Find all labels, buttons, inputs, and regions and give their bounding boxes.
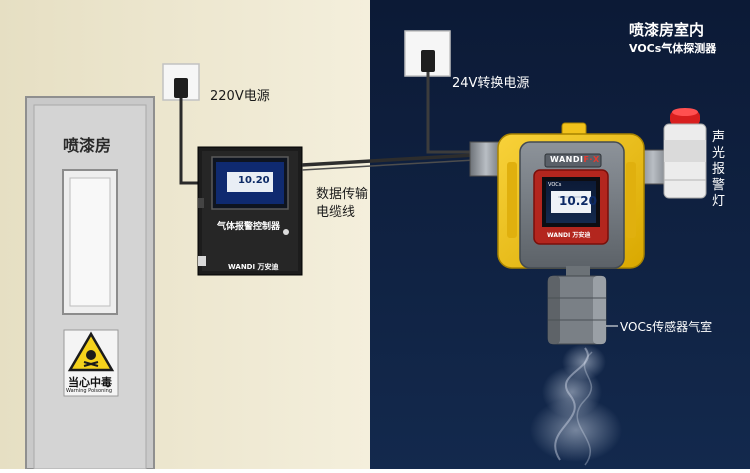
sensor-chamber-label: VOCs传感器气室	[620, 320, 713, 334]
power-cable-24v	[426, 72, 478, 154]
plug-icon	[174, 78, 188, 98]
detector-brand-top-suffix: F·X	[583, 155, 600, 164]
door-label: 喷漆房	[63, 136, 112, 155]
detector-brand-top-text: WANDI	[550, 155, 584, 164]
alarm-label-text: 声光报警灯	[712, 130, 726, 209]
cable-label-line2: 电缆线	[316, 205, 356, 220]
poison-warning-sign	[63, 329, 119, 397]
smoke-plume	[530, 344, 622, 466]
outlet-24v	[404, 30, 451, 77]
skull-icon	[86, 350, 96, 360]
power-220v-label: 220V电源	[210, 89, 270, 104]
detector-brand-top: WANDIF·X	[550, 155, 600, 164]
controller-name: 气体报警控制器	[217, 222, 281, 232]
controller-brand: WANDI 万安迪	[228, 263, 279, 271]
detector-screen-gas: VOCs	[548, 182, 562, 188]
paint-booth-door	[25, 96, 155, 470]
outlet-220v	[162, 63, 200, 101]
plug-icon-24v	[421, 50, 435, 72]
detector-header-line1: 喷漆房室内	[629, 21, 705, 39]
detector-brand-bottom: WANDI 万安迪	[547, 232, 591, 239]
warning-subtext: Warning Poisoning	[66, 388, 112, 394]
sound-light-alarm	[663, 108, 707, 199]
alarm-label: 声光报警灯	[712, 130, 728, 210]
vocs-gas-detector	[497, 122, 645, 269]
gas-alarm-controller	[197, 146, 303, 276]
warning-text: 当心中毒	[68, 376, 112, 389]
detector-screen-value: 10.20	[559, 194, 597, 208]
vocs-sensor-chamber	[547, 266, 607, 345]
cable-label-line1: 数据传输	[316, 187, 369, 202]
power-24v-label: 24V转换电源	[452, 76, 530, 91]
controller-screen-value: 10.20	[238, 175, 270, 186]
data-transmission-cable	[301, 153, 476, 167]
detector-header-line2: VOCs气体探测器	[629, 42, 717, 55]
cable-gland-left	[469, 141, 503, 177]
